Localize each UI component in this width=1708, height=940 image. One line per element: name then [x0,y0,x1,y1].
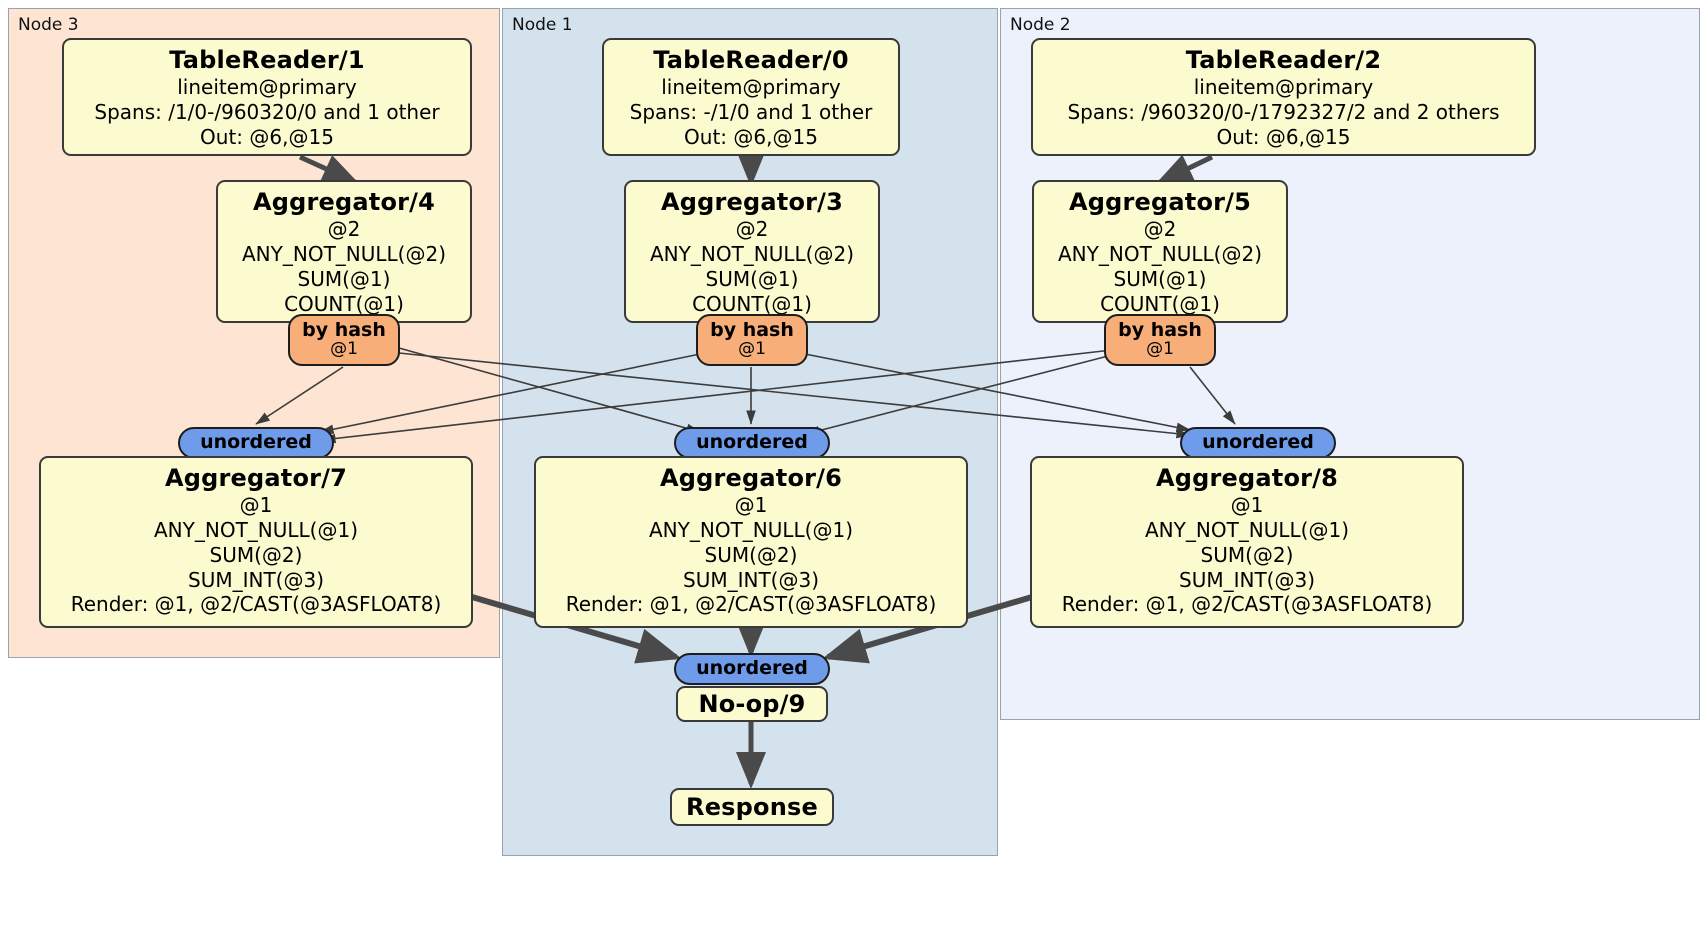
synchronizer-unordered-final[interactable]: unordered [674,653,830,685]
node-label-node1: Node 1 [512,15,573,35]
processor-aggregator-8[interactable]: Aggregator/8 @1 ANY_NOT_NULL(@1) SUM(@2)… [1030,456,1464,628]
synchronizer-unordered-right[interactable]: unordered [1180,427,1336,459]
processor-title: TableReader/2 [1185,46,1382,74]
processor-line: ANY_NOT_NULL(@2) [1058,242,1262,267]
processor-line: Out: @6,@15 [684,124,818,149]
processor-line: SUM_INT(@3) [188,567,324,592]
processor-line: ANY_NOT_NULL(@2) [650,242,854,267]
processor-line: Spans: -/1/0 and 1 other [629,100,873,125]
processor-line: @2 [327,217,361,242]
processor-response[interactable]: Response [670,788,834,826]
processor-title: TableReader/1 [169,46,365,74]
processor-table-reader-2[interactable]: TableReader/2 lineitem@primary Spans: /9… [1031,38,1536,156]
processor-title: Aggregator/3 [660,188,844,216]
processor-line: SUM_INT(@3) [1179,567,1315,592]
node-label-node2: Node 2 [1010,15,1071,35]
processor-title: Aggregator/7 [164,464,348,492]
processor-line: SUM(@2) [209,542,303,567]
processor-line: ANY_NOT_NULL(@1) [1145,518,1349,543]
router-by-hash-aggregator-5[interactable]: by hash @1 [1104,314,1216,366]
processor-line: SUM_INT(@3) [683,567,819,592]
processor-line: SUM(@1) [1113,266,1207,291]
processor-line: lineitem@primary [661,75,841,100]
processor-line: COUNT(@1) [692,291,812,316]
router-column: @1 [1146,339,1174,360]
processor-line: @2 [1143,217,1177,242]
synchronizer-unordered-left[interactable]: unordered [178,427,334,459]
processor-title: No-op/9 [698,690,806,718]
processor-line: SUM(@2) [1200,542,1294,567]
processor-line: Render: @1, @2/CAST(@3ASFLOAT8) [1061,592,1433,617]
processor-aggregator-7[interactable]: Aggregator/7 @1 ANY_NOT_NULL(@1) SUM(@2)… [39,456,473,628]
processor-table-reader-0[interactable]: TableReader/0 lineitem@primary Spans: -/… [602,38,900,156]
synchronizer-unordered-mid[interactable]: unordered [674,427,830,459]
processor-line: COUNT(@1) [1100,291,1220,316]
router-column: @1 [330,339,358,360]
processor-line: SUM(@2) [704,542,798,567]
processor-line: Out: @6,@15 [200,124,334,149]
node-label-node3: Node 3 [18,15,79,35]
processor-line: Render: @1, @2/CAST(@3ASFLOAT8) [70,592,442,617]
processor-line: Out: @6,@15 [1216,124,1351,149]
processor-line: ANY_NOT_NULL(@2) [242,242,446,267]
processor-aggregator-5[interactable]: Aggregator/5 @2 ANY_NOT_NULL(@2) SUM(@1)… [1032,180,1288,323]
processor-title: Aggregator/4 [252,188,436,216]
processor-line: Spans: /960320/0-/1792327/2 and 2 others [1067,100,1500,125]
router-kind: by hash [1118,319,1202,342]
processor-line: @1 [1230,493,1264,518]
processor-line: @1 [239,493,273,518]
processor-line: ANY_NOT_NULL(@1) [649,518,853,543]
processor-title: Response [686,793,818,821]
synchronizer-kind: unordered [696,657,808,680]
processor-line: lineitem@primary [177,75,357,100]
synchronizer-kind: unordered [200,431,312,454]
processor-line: @2 [735,217,769,242]
processor-line: ANY_NOT_NULL(@1) [154,518,358,543]
processor-aggregator-6[interactable]: Aggregator/6 @1 ANY_NOT_NULL(@1) SUM(@2)… [534,456,968,628]
router-kind: by hash [710,319,794,342]
synchronizer-kind: unordered [1202,431,1314,454]
processor-line: SUM(@1) [705,266,799,291]
processor-title: Aggregator/5 [1068,188,1252,216]
processor-table-reader-1[interactable]: TableReader/1 lineitem@primary Spans: /1… [62,38,472,156]
router-column: @1 [738,339,766,360]
router-by-hash-aggregator-3[interactable]: by hash @1 [696,314,808,366]
processor-line: lineitem@primary [1193,75,1374,100]
synchronizer-kind: unordered [696,431,808,454]
processor-title: TableReader/0 [653,46,849,74]
processor-aggregator-4[interactable]: Aggregator/4 @2 ANY_NOT_NULL(@2) SUM(@1)… [216,180,472,323]
router-by-hash-aggregator-4[interactable]: by hash @1 [288,314,400,366]
router-kind: by hash [302,319,386,342]
processor-line: Spans: /1/0-/960320/0 and 1 other [94,100,440,125]
processor-title: Aggregator/6 [659,464,843,492]
processor-title: Aggregator/8 [1155,464,1339,492]
processor-line: Render: @1, @2/CAST(@3ASFLOAT8) [565,592,937,617]
processor-line: COUNT(@1) [284,291,404,316]
processor-no-op-9[interactable]: No-op/9 [676,686,828,722]
processor-aggregator-3[interactable]: Aggregator/3 @2 ANY_NOT_NULL(@2) SUM(@1)… [624,180,880,323]
processor-line: @1 [734,493,768,518]
processor-line: SUM(@1) [297,266,391,291]
